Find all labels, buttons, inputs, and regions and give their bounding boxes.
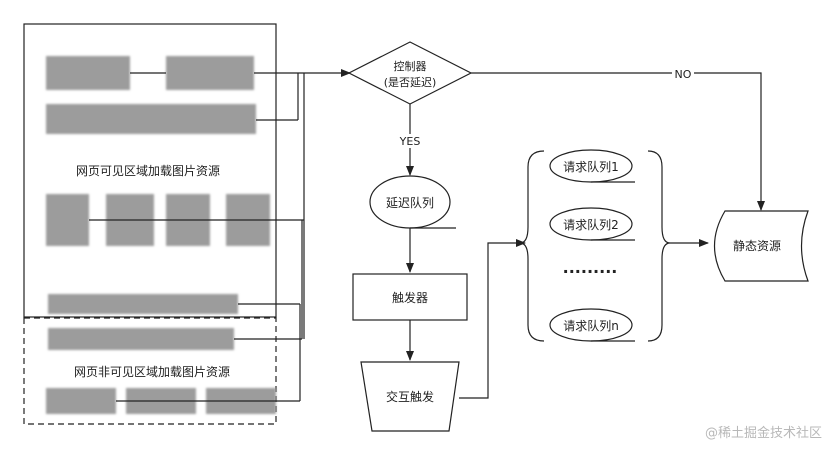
delay-queue-label: 延迟队列: [386, 195, 434, 210]
trigger-label: 触发器: [392, 290, 428, 305]
image-placeholder: [46, 104, 256, 134]
watermark: @稀土掘金技术社区: [705, 425, 822, 441]
yes-label: YES: [399, 135, 421, 148]
arrow-to-request-queues: [459, 239, 526, 399]
no-arrow: [471, 72, 765, 211]
interaction-trigger-node: [360, 361, 460, 432]
image-placeholder: [46, 388, 116, 414]
controller-diamond: [347, 41, 473, 105]
static-resource-node: [714, 210, 809, 282]
image-placeholder: [48, 294, 238, 314]
request-queue-label: 请求队列1: [563, 159, 619, 174]
image-placeholder: [46, 56, 130, 90]
queues-left-brace: [519, 150, 545, 342]
trigger-node: [352, 273, 468, 321]
hidden-area-label: 网页非可见区域加载图片资源: [74, 365, 230, 379]
visible-area-box: [23, 23, 277, 318]
static-resource-label: 静态资源: [733, 239, 781, 253]
queues-right-brace: [647, 150, 671, 342]
request-queue-label: 请求队列2: [563, 217, 619, 232]
controller-sublabel: (是否延迟): [384, 76, 437, 89]
image-placeholder: [166, 56, 254, 90]
request-queue-label: 请求队列n: [563, 318, 619, 333]
image-placeholder: [48, 328, 234, 350]
visible-area-label: 网页可见区域加载图片资源: [76, 164, 220, 178]
controller-label: 控制器: [394, 59, 427, 73]
queues-ellipsis: ·········: [563, 262, 618, 281]
hidden-area-box: [23, 317, 277, 425]
interaction-trigger-label: 交互触发: [386, 389, 434, 404]
no-label: NO: [675, 68, 692, 81]
image-placeholder: [46, 194, 89, 246]
